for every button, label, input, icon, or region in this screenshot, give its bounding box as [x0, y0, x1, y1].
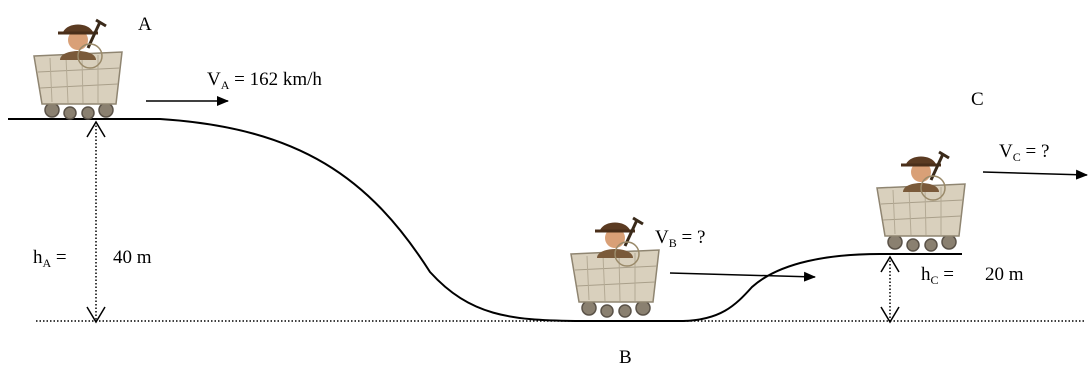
height-c-symbol: h — [921, 264, 931, 285]
cart-a-icon — [32, 18, 124, 121]
height-c-top-arrowhead — [880, 255, 900, 273]
velocity-c-value: = ? — [1025, 141, 1050, 162]
height-c-bottom-arrowhead — [880, 306, 900, 324]
height-a-equals: = — [55, 247, 67, 268]
velocity-c-symbol: V — [999, 141, 1013, 162]
velocity-b-symbol: V — [655, 227, 669, 248]
cart-b-icon — [569, 216, 661, 319]
height-c-subscript: C — [930, 273, 939, 287]
velocity-c-subscript: C — [1012, 150, 1021, 164]
velocity-a-label: VA = 162 km/h — [207, 70, 322, 91]
velocity-a-subscript: A — [220, 78, 230, 92]
point-b-label: B — [619, 347, 632, 368]
height-a-value: 40 m — [113, 247, 152, 268]
velocity-a-symbol: V — [207, 69, 221, 90]
height-c-label: hC = — [921, 265, 954, 286]
velocity-b-value: = ? — [681, 227, 706, 248]
height-a-subscript: A — [42, 256, 52, 270]
height-a-top-arrowhead — [86, 120, 106, 138]
height-a-bottom-arrowhead — [86, 306, 106, 324]
height-c-equals: = — [943, 264, 954, 285]
velocity-b-subscript: B — [668, 236, 677, 250]
velocity-c-arrow-icon — [982, 169, 1088, 180]
point-c-label: C — [971, 89, 984, 110]
velocity-c-label: VC = ? — [999, 142, 1049, 163]
cart-c-icon — [875, 150, 967, 253]
height-c-value: 20 m — [985, 264, 1024, 285]
height-a-symbol: h — [33, 247, 43, 268]
track-curve — [8, 118, 962, 322]
point-a-label: A — [138, 14, 152, 35]
height-a-label: hA = — [33, 248, 67, 269]
velocity-b-label: VB = ? — [655, 228, 705, 249]
velocity-a-value: = 162 km/h — [234, 69, 322, 90]
velocity-b-arrow-icon — [669, 271, 816, 282]
